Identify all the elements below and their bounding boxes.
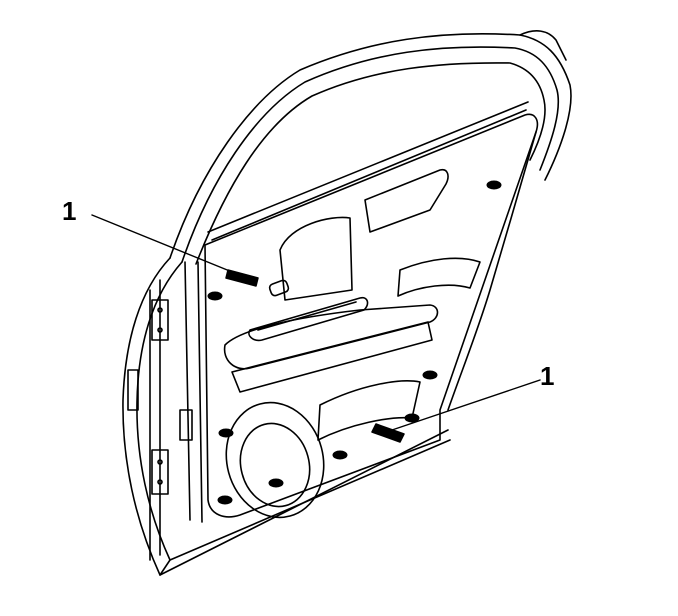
clip-6 (332, 450, 348, 460)
lock-knob (268, 279, 290, 297)
trim-panel-right-edge (447, 131, 537, 411)
door-frame-outer (169, 33, 572, 259)
retainer-lower (371, 423, 405, 443)
door-frame-inner (181, 46, 560, 263)
door-shell-edge (136, 261, 183, 561)
hinge-upper (151, 299, 169, 341)
callout-label-lower: 1 (540, 361, 555, 391)
hinge-pillar (149, 279, 161, 561)
clip-2 (207, 291, 223, 301)
leader-line-lower (391, 379, 541, 431)
upper-bezel (364, 168, 449, 233)
window-channel (195, 62, 546, 265)
armrest-lower (231, 321, 433, 393)
callout-label-upper: 1 (62, 196, 77, 226)
clip-5 (218, 428, 234, 438)
speaker-inner (239, 422, 311, 508)
window-switch-area (279, 216, 353, 301)
retainer-upper (225, 269, 259, 287)
leader-line-upper (91, 214, 243, 277)
clip-1 (486, 180, 502, 190)
clip-7 (268, 478, 284, 488)
clip-3 (422, 370, 438, 380)
hinge-lower (151, 449, 169, 495)
hinge-bolt-4 (157, 479, 163, 485)
shell-vent (127, 369, 139, 411)
clip-8 (217, 495, 233, 505)
hinge-bolt-3 (157, 459, 163, 465)
highlighted-retainers (225, 269, 405, 443)
door-shell-bottom (159, 439, 451, 576)
pull-cup (397, 257, 481, 297)
hinge-mid (179, 409, 193, 441)
inner-pillar (184, 261, 203, 523)
trim-panel-outline (204, 113, 539, 518)
door-frame-tip (519, 30, 567, 61)
door-pull-handle-inner (257, 301, 357, 331)
clip-4 (404, 413, 420, 423)
retainer-clips (207, 180, 502, 505)
hinge-bolt-2 (157, 327, 163, 333)
hinge-bolt-1 (157, 307, 163, 313)
speaker-outer (225, 401, 325, 519)
door-shell-outer (122, 257, 449, 576)
armrest (223, 304, 439, 370)
trim-panel-top-rail (207, 101, 529, 241)
map-pocket (317, 380, 421, 441)
